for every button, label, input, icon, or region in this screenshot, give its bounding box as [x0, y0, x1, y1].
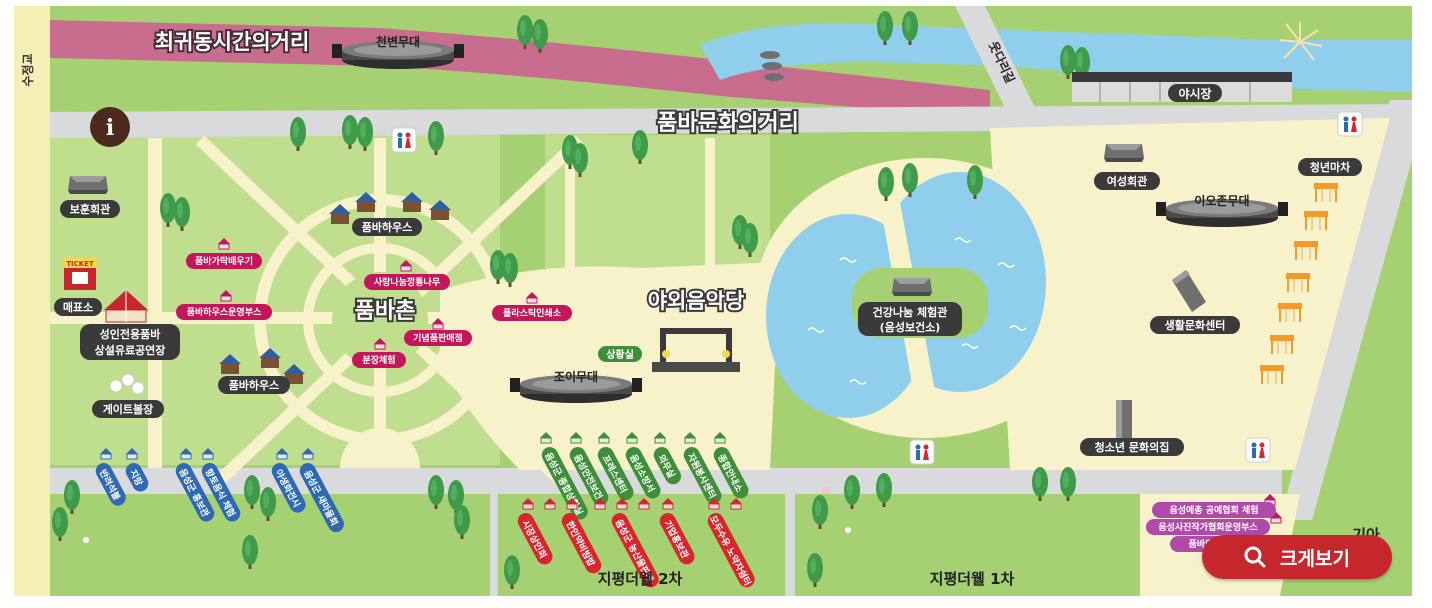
eojon-stage: 이오존무대	[1156, 193, 1288, 227]
sujeong-bridge-strip	[14, 6, 50, 596]
zoom-in-button[interactable]: 크게보기	[1202, 535, 1392, 579]
street-label-choigwidong: 최귀동시간의거리	[155, 30, 310, 54]
youth-culture-label: 청소년 문화의집	[1080, 438, 1184, 456]
east-road	[1280, 100, 1412, 520]
svg-text:품바하우스: 품바하우스	[229, 378, 280, 392]
plaza-semicircle	[340, 428, 420, 468]
svg-text:천변무대: 천변무대	[376, 34, 420, 49]
fireworks-icon	[1279, 22, 1323, 61]
life-center-building-icon	[1172, 270, 1206, 312]
cheonbyeon-stage: 천변무대	[332, 34, 464, 69]
plaza-center	[332, 272, 428, 368]
svg-text:조이무대: 조이무대	[554, 369, 598, 384]
health-center-label: 건강나눔 체험관 (음성보건소)	[858, 302, 962, 336]
stepping-stone	[762, 62, 782, 70]
svg-text:i: i	[106, 115, 114, 141]
svg-text:TICKET: TICKET	[66, 260, 94, 268]
bohun-hall-label: 보훈회관	[60, 200, 120, 218]
svg-text:청소년 문화의집: 청소년 문화의집	[1095, 440, 1170, 454]
svg-text:기념품판매점: 기념품판매점	[413, 332, 463, 344]
situation-room-label: 상황실	[598, 346, 642, 362]
area-label-jipyeong1: 지평더웰 1차	[930, 570, 1015, 588]
youth-center-building-icon	[1116, 400, 1132, 438]
life-center-label: 생활문화센터	[1150, 316, 1240, 334]
street-label-pumba: 품바문화의거리	[657, 111, 799, 136]
restroom-icon	[909, 439, 935, 465]
area-label-outdoor-stage: 야외음악당	[648, 289, 745, 313]
svg-text:건강나눔 체험관: 건강나눔 체험관	[873, 305, 948, 319]
south-path	[785, 494, 795, 596]
south-path	[490, 494, 498, 596]
utdari-road	[955, 6, 1040, 118]
svg-text:매표소: 매표소	[63, 300, 93, 314]
area-label-jipyeong2: 지평더웰 2차	[598, 570, 683, 588]
women-hall-label: 여성회관	[1094, 172, 1160, 190]
stepping-stone	[764, 73, 784, 81]
svg-text:이오존무대: 이오존무대	[1194, 193, 1249, 208]
svg-text:청년마차: 청년마차	[1310, 160, 1351, 174]
restroom-icon	[1245, 437, 1271, 463]
restroom-icon	[1337, 111, 1363, 137]
svg-text:성인전용품바: 성인전용품바	[100, 327, 162, 341]
bohun-hall-building-icon	[68, 176, 108, 194]
top-pink-road	[50, 20, 990, 118]
svg-text:사랑나눔깡통나무: 사랑나눔깡통나무	[374, 276, 440, 288]
svg-text:음성예총 공예협회 체험: 음성예총 공예협회 체험	[1169, 504, 1258, 516]
svg-text:야시장: 야시장	[1178, 86, 1211, 101]
svg-text:플라스틱인쇄소: 플라스틱인쇄소	[503, 307, 562, 319]
svg-text:상황실: 상황실	[606, 348, 634, 361]
restroom-icon	[391, 127, 417, 153]
adult-theater-label: 성인전용품바 상설유료공연장	[80, 324, 180, 360]
svg-text:품바하우스운영부스: 품바하우스운영부스	[187, 306, 262, 318]
pond-ripples	[807, 237, 1027, 385]
gateball-icon	[109, 373, 145, 395]
joy-stage: 조이무대	[510, 369, 642, 403]
health-center-building-icon	[892, 278, 932, 296]
stepping-stone	[760, 51, 780, 59]
pumba-house-bottom-label: 품바하우스	[218, 376, 290, 394]
svg-text:보훈회관: 보훈회관	[70, 202, 110, 216]
gateball-label: 게이트볼장	[92, 400, 164, 418]
area-label-pumba-village: 품바촌	[355, 299, 416, 324]
pond	[755, 158, 1095, 438]
circus-tent-icon	[104, 290, 148, 323]
youth-bar-label: 청년마차	[1298, 158, 1362, 176]
zoom-in-button-label: 크게보기	[1280, 547, 1350, 570]
outdoor-stage-structure	[652, 328, 740, 372]
svg-text:품바가락배우기: 품바가락배우기	[195, 255, 253, 267]
sujeong-bridge-label: 수정교	[20, 53, 35, 86]
svg-text:음성사진작가협회운영부스: 음성사진작가협회운영부스	[1158, 521, 1258, 533]
svg-text:생활문화센터: 생활문화센터	[1165, 318, 1226, 332]
pink-tags: 품바가락배우기 사랑나눔깡통나무 품바하우스운영부스 플라스틱인쇄소 기념품판매…	[176, 237, 572, 368]
ticket-office-label: 매표소	[54, 298, 102, 316]
info-icon[interactable]: i	[90, 107, 130, 147]
magnifier-icon	[1244, 546, 1266, 568]
flower-icon	[83, 486, 851, 543]
women-hall-building-icon	[1104, 144, 1144, 162]
svg-text:품바하우스: 품바하우스	[362, 220, 413, 234]
svg-text:상설유료공연장: 상설유료공연장	[95, 343, 166, 357]
svg-text:분장체험: 분장체험	[362, 354, 395, 366]
svg-text:여성회관: 여성회관	[1107, 174, 1147, 188]
svg-text:(음성보건소): (음성보건소)	[880, 320, 941, 334]
svg-text:게이트볼장: 게이트볼장	[103, 402, 154, 416]
pumba-house-top-label: 품바하우스	[352, 218, 422, 236]
ticket-booth-icon: TICKET	[62, 258, 98, 290]
night-market: 야시장	[1072, 72, 1292, 102]
